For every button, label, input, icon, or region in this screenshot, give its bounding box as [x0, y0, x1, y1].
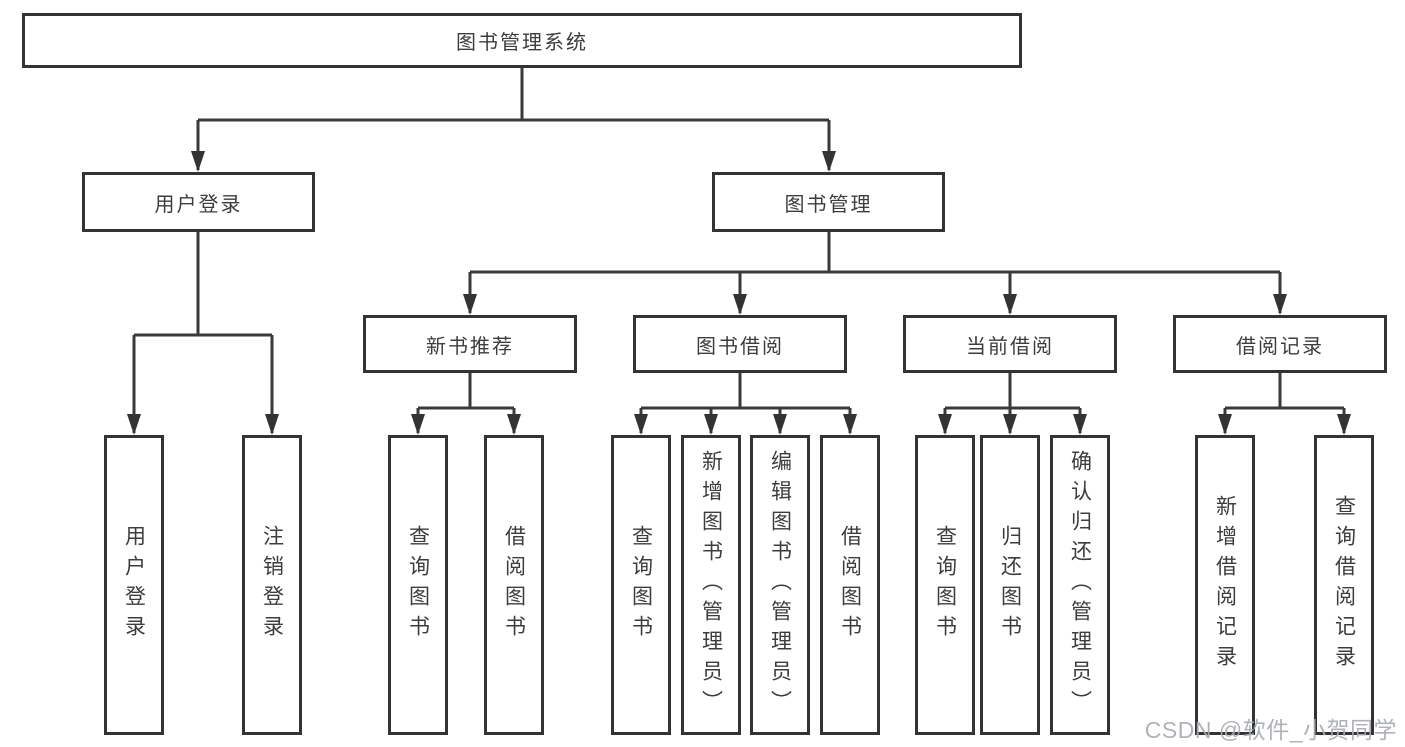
- node-label: 查询图书: [629, 525, 653, 645]
- leaf-edit-books-admin: 编辑图书（管理员）: [750, 435, 810, 735]
- node-label: 用户登录: [154, 193, 243, 216]
- node-new-book-recommendation: 新书推荐: [363, 315, 577, 373]
- node-current-borrowing: 当前借阅: [903, 315, 1117, 373]
- leaf-return-books: 归还图书: [980, 435, 1040, 735]
- node-user-login: 用户登录: [82, 172, 315, 232]
- watermark: CSDN @软件_小贺同学: [1144, 717, 1397, 743]
- leaf-borrow-books-recommend: 借阅图书: [484, 435, 544, 735]
- node-label: 新增图书（管理员）: [699, 450, 723, 720]
- leaf-confirm-return-admin: 确认归还（管理员）: [1050, 435, 1110, 735]
- node-label: 借阅记录: [1236, 335, 1324, 358]
- node-label: 新增借阅记录: [1213, 495, 1237, 675]
- arrowheads: [127, 151, 1351, 435]
- node-label: 图书管理: [784, 193, 873, 216]
- node-label: 借阅图书: [838, 525, 862, 645]
- node-root: 图书管理系统: [22, 13, 1022, 68]
- leaf-query-books-borrow: 查询图书: [611, 435, 671, 735]
- node-label: 确认归还（管理员）: [1068, 450, 1092, 720]
- node-label: 查询借阅记录: [1332, 495, 1356, 675]
- node-label: 当前借阅: [966, 335, 1054, 358]
- leaf-logout-login: 注销登录: [242, 435, 302, 735]
- leaf-query-books-current: 查询图书: [915, 435, 975, 735]
- node-label: 查询图书: [933, 525, 957, 645]
- node-label: 用户登录: [122, 525, 146, 645]
- node-label: 图书管理系统: [456, 32, 588, 54]
- node-borrowing-records: 借阅记录: [1173, 315, 1387, 373]
- node-label: 编辑图书（管理员）: [768, 450, 792, 720]
- leaf-add-borrow-record: 新增借阅记录: [1195, 435, 1255, 735]
- node-book-borrowing: 图书借阅: [633, 315, 847, 373]
- node-label: 新书推荐: [426, 335, 514, 358]
- node-label: 图书借阅: [696, 335, 784, 358]
- node-label: 归还图书: [998, 525, 1022, 645]
- leaf-query-borrow-record: 查询借阅记录: [1314, 435, 1374, 735]
- node-label: 查询图书: [406, 525, 430, 645]
- leaf-user-login: 用户登录: [104, 435, 164, 735]
- leaf-add-books-admin: 新增图书（管理员）: [681, 435, 741, 735]
- leaf-query-books-recommend: 查询图书: [388, 435, 448, 735]
- node-label: 注销登录: [260, 525, 284, 645]
- leaf-borrow-books-borrow: 借阅图书: [820, 435, 880, 735]
- node-book-management: 图书管理: [712, 172, 945, 232]
- node-label: 借阅图书: [502, 525, 526, 645]
